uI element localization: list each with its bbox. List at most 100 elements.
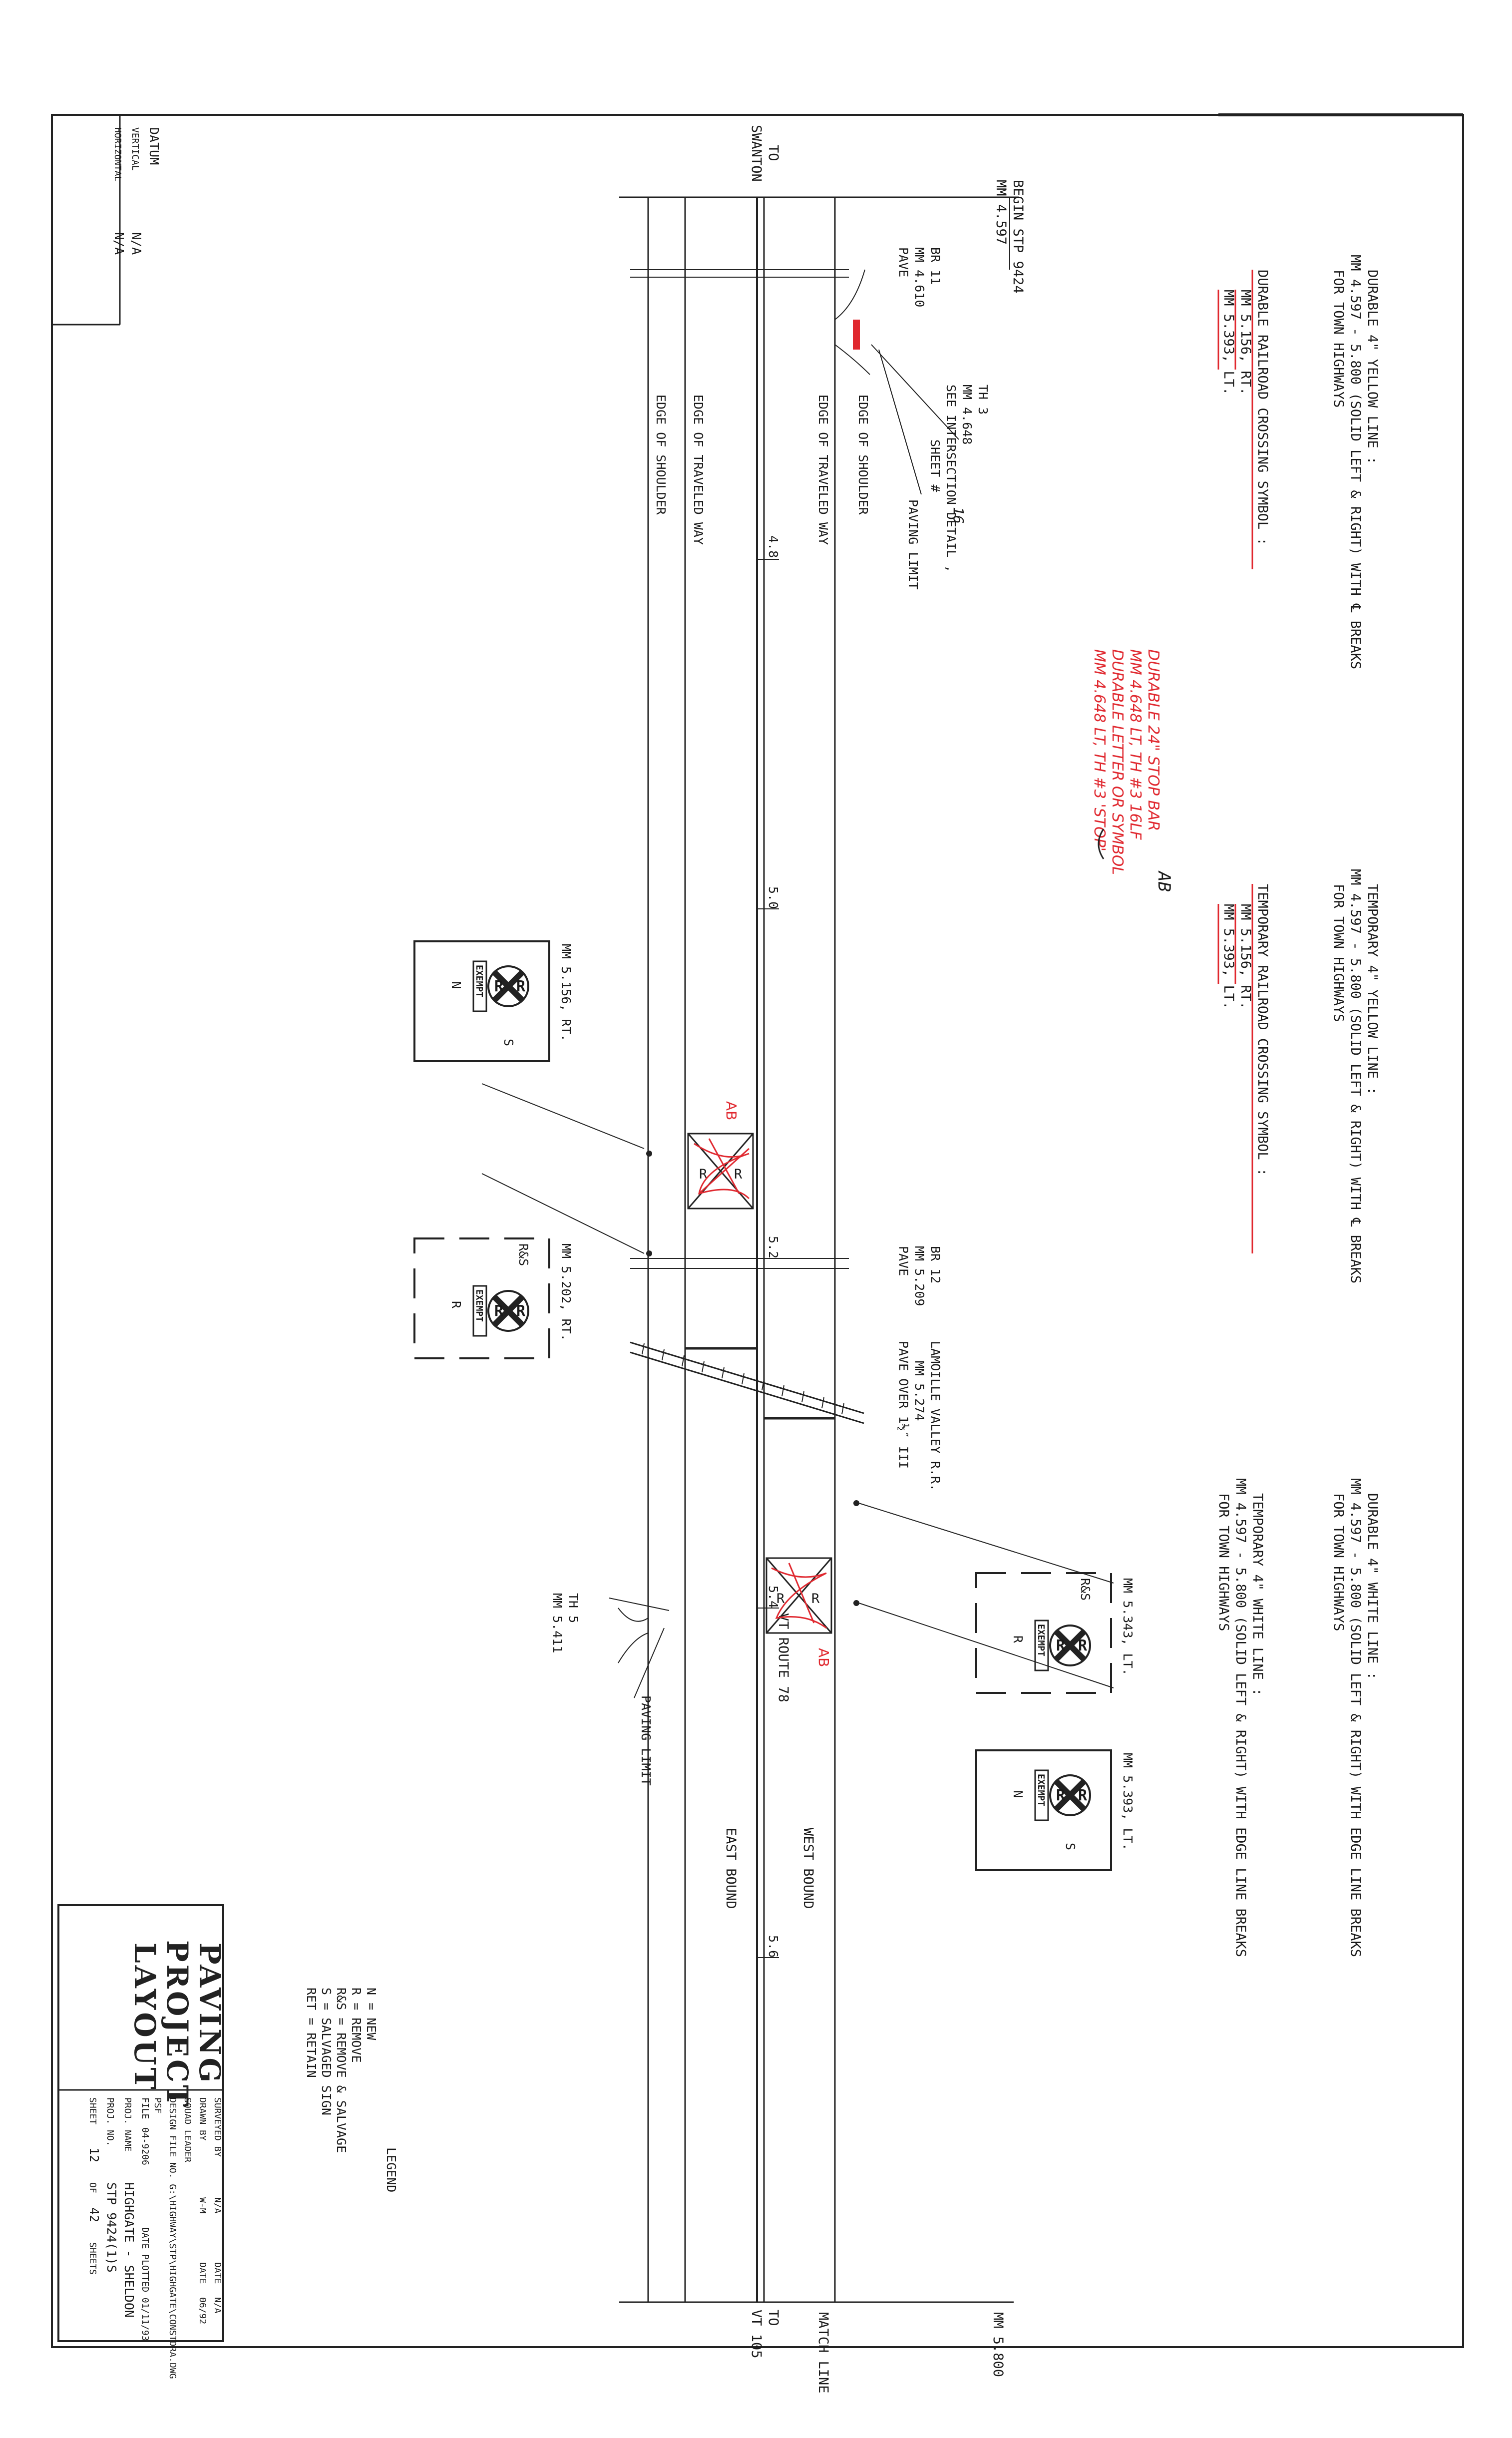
sign-1-left: S <box>501 1039 516 1046</box>
sign-3-r-left: R <box>1056 1637 1066 1654</box>
datum-vertical-value: N/A <box>129 232 144 255</box>
svg-text:FOR TOWN HIGHWAYS: FOR TOWN HIGHWAYS <box>1216 1493 1231 1631</box>
note-temporary-yellow: TEMPORARY 4" YELLOW LINE : MM 4.597 - 5.… <box>1331 869 1380 1283</box>
sheet-border <box>51 114 1464 2348</box>
sign-1-bottom: N <box>449 981 463 989</box>
west-bound-label: WEST BOUND <box>800 1828 816 1909</box>
station-5-6: 5.6 <box>766 1935 780 1958</box>
sign-4-r-left: R <box>1056 1787 1066 1804</box>
sign-4-mm: MM 5.393, LT. <box>1121 1753 1135 1851</box>
title-line-1: PAVING <box>193 1943 227 2085</box>
rr-pavement-symbol-5393: R R <box>765 1557 832 1634</box>
sign-1-r-left: R <box>494 978 504 995</box>
note-durable-yellow: DURABLE 4" YELLOW LINE : MM 4.597 - 5.80… <box>1331 255 1380 669</box>
sign-2-bottom: R <box>449 1301 463 1309</box>
match-line-label: MATCH LINE <box>815 2312 831 2394</box>
railroad-label: LAMOILLE VALLEY R.R. <box>928 1341 943 1491</box>
handwritten-initials: AB <box>1154 870 1174 892</box>
br12-pave: PAVE <box>896 1246 911 1276</box>
sign-3-mm: MM 5.343, LT. <box>1121 1578 1135 1676</box>
route-label: VT ROUTE 78 <box>775 1613 791 1702</box>
title-line-3: LAYOUT <box>128 1943 162 2092</box>
svg-text:SQUAD LEADER: SQUAD LEADER <box>182 2097 193 2162</box>
edge-traveled-lower-label: EDGE OF TRAVELED WAY <box>691 395 706 545</box>
railroad-pave-note: PAVE OVER 1½″ III <box>896 1341 911 1469</box>
svg-text:MM 4.597 - 5.800 (SOLID LEFT: MM 4.597 - 5.800 (SOLID LEFT & RIGHT) WI… <box>1348 1478 1363 1957</box>
svg-text:FILE: FILE <box>140 2097 150 2119</box>
svg-text:OF: OF <box>87 2182 98 2193</box>
project-name: HIGHGATE - SHELDON <box>122 2182 136 2318</box>
datum-title: DATUM <box>147 127 161 165</box>
sign-4-right: S <box>1063 1843 1078 1850</box>
sign-2-r-left: R <box>494 1302 504 1320</box>
svg-text:TEMPORARY 4" WHITE LINE :: TEMPORARY 4" WHITE LINE : <box>1250 1493 1265 1696</box>
sign-2-exempt: EXEMPT <box>474 1289 484 1322</box>
svg-text:DATE PLOTTED 01/11/93: DATE PLOTTED 01/11/93 <box>140 2227 150 2341</box>
sheet-number: 12 <box>87 2147 101 2162</box>
svg-text:FOR TOWN HIGHWAYS: FOR TOWN HIGHWAYS <box>1331 1493 1346 1631</box>
east-bound-label: EAST BOUND <box>723 1828 739 1909</box>
handwritten-sheet-ref: 16 <box>950 507 967 524</box>
sign-1-exempt: EXEMPT <box>474 965 484 997</box>
sign-3-bottom: R <box>1011 1635 1025 1643</box>
svg-text:MM 5.156, RT.: MM 5.156, RT. <box>1238 290 1253 395</box>
datum-horizontal-label: HORIZONTAL <box>112 127 123 182</box>
svg-text:MM 4.648 LT, TH #3 16LF: MM 4.648 LT, TH #3 16LF <box>1127 649 1144 840</box>
svg-text:MM 4.597 - 5.800 (SOLID LEFT: MM 4.597 - 5.800 (SOLID LEFT & RIGHT) WI… <box>1348 255 1363 669</box>
station-5-0: 5.0 <box>766 886 780 909</box>
svg-text:DURABLE 24" STOP BAR: DURABLE 24" STOP BAR <box>1144 649 1162 831</box>
railroad-mm: MM 5.274 <box>912 1361 927 1421</box>
station-5-2: 5.2 <box>766 1236 780 1258</box>
br12-label: BR 12 <box>928 1246 943 1283</box>
sign-mm-5343: MM 5.343, LT. R R EXEMPT R&S R <box>975 1572 1135 1694</box>
sign-4-bottom: N <box>1011 1790 1025 1798</box>
stop-bar-mark <box>853 320 860 350</box>
legend: LEGEND N = NEW R = REMOVE R&S = REMOVE &… <box>304 1988 398 2192</box>
svg-text:DATE: DATE <box>212 2262 223 2284</box>
project-number: STP 9424(1)S <box>104 2182 119 2273</box>
edge-shoulder-lower-label: EDGE OF SHOULDER <box>654 395 668 515</box>
plan-view: BEGIN STP 9424 MM 4.597 TO SWANTON TO VT… <box>481 125 1114 2394</box>
title-block: PAVING PROJECT LAYOUT SURVEYED BY N/A DA… <box>57 1904 227 2379</box>
svg-text:SHEET: SHEET <box>87 2097 98 2124</box>
svg-text:MM 4.597 - 5.800 (SOLID LEFT: MM 4.597 - 5.800 (SOLID LEFT & RIGHT) WI… <box>1233 1478 1248 1957</box>
svg-text:DESIGN FILE NO. G:\HIGHWAY\STP: DESIGN FILE NO. G:\HIGHWAY\STP\HIGHGATE\… <box>167 2097 178 2379</box>
end-mm-label: MM 5.800 <box>990 2312 1006 2377</box>
note-temporary-rr: TEMPORARY RAILROAD CROSSING SYMBOL : MM … <box>1221 884 1270 1176</box>
br12-mm: MM 5.209 <box>912 1246 927 1306</box>
svg-text:R: R <box>734 1167 743 1182</box>
svg-text:TEMPORARY RAILROAD CROSSING SY: TEMPORARY RAILROAD CROSSING SYMBOL : <box>1255 884 1270 1176</box>
initials-1: AB <box>723 1101 740 1120</box>
legend-title: LEGEND <box>384 2147 398 2192</box>
svg-text:FOR TOWN HIGHWAYS: FOR TOWN HIGHWAYS <box>1331 270 1346 407</box>
to-right-label: TO <box>765 2310 781 2326</box>
svg-text:FOR TOWN HIGHWAYS: FOR TOWN HIGHWAYS <box>1331 884 1346 1022</box>
svg-text:DURABLE LETTER OR SYMBOL: DURABLE LETTER OR SYMBOL <box>1109 649 1126 875</box>
station-4-8: 4.8 <box>766 535 780 558</box>
title-line-2: PROJECT <box>160 1940 194 2109</box>
svg-text:MM 4.648 LT, TH #3 'STOP': MM 4.648 LT, TH #3 'STOP' <box>1091 649 1108 851</box>
svg-text:06/92: 06/92 <box>197 2297 208 2324</box>
legend-item-remove: R = REMOVE <box>349 1988 364 2063</box>
sign-1-r-right: R <box>516 978 526 995</box>
svg-text:MM 4.597 - 5.800 (SOLID LEFT: MM 4.597 - 5.800 (SOLID LEFT & RIGHT) WI… <box>1348 869 1363 1283</box>
handwritten-stop-bar-note: DURABLE 24" STOP BAR MM 4.648 LT, TH #3 … <box>1091 649 1162 875</box>
legend-item-new: N = NEW <box>364 1988 378 2040</box>
edge-traveled-upper-label: EDGE OF TRAVELED WAY <box>816 395 830 545</box>
legend-item-retain: RET = RETAIN <box>304 1988 319 2078</box>
svg-text:MM 5.393, LT.: MM 5.393, LT. <box>1221 290 1236 395</box>
datum-vertical-label: VERTICAL <box>130 127 140 171</box>
sign-1-mm: MM 5.156, RT. <box>559 944 573 1042</box>
to-left-label: TO <box>765 145 781 161</box>
svg-text:R: R <box>776 1591 785 1607</box>
legend-item-salvaged: S = SALVAGED SIGN <box>319 1988 334 2115</box>
note-durable-rr: DURABLE RAILROAD CROSSING SYMBOL : MM 5.… <box>1221 270 1270 546</box>
svg-text:MM 5.393, LT.: MM 5.393, LT. <box>1221 904 1236 1009</box>
svg-text:04-9206: 04-9206 <box>140 2127 150 2165</box>
svg-text:R: R <box>699 1167 708 1182</box>
th3-mm: MM 4.648 <box>960 385 974 444</box>
sign-3-left: R&S <box>1078 1578 1093 1601</box>
svg-text:TEMPORARY 4" YELLOW LINE :: TEMPORARY 4" YELLOW LINE : <box>1365 884 1380 1095</box>
sign-2-mm: MM 5.202, RT. <box>559 1243 573 1341</box>
